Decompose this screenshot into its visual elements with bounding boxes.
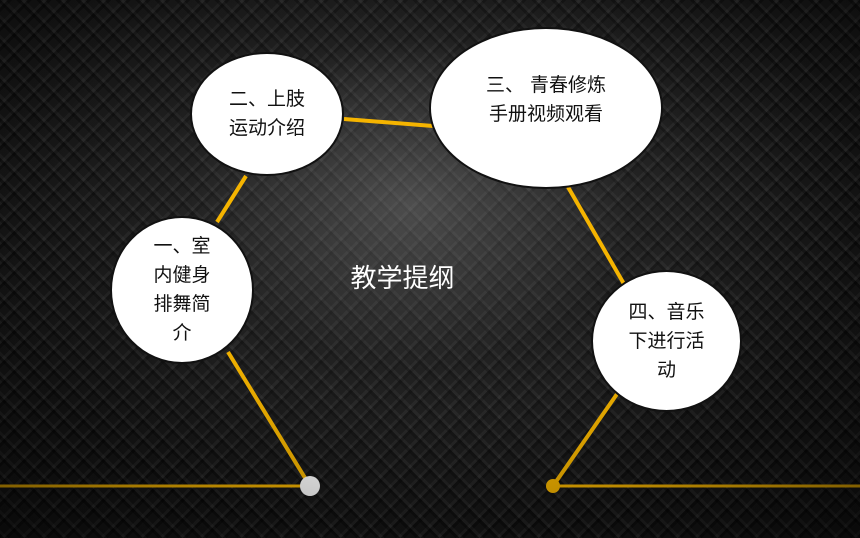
connector-node-1-to-node-2 bbox=[215, 174, 248, 224]
node-youth-training-video: 三、 青春修炼 手册视频观看 bbox=[429, 27, 663, 189]
end-dot bbox=[546, 479, 560, 493]
start-dot bbox=[300, 476, 320, 496]
node-2-label: 二、上肢 运动介绍 bbox=[229, 85, 305, 143]
node-4-line-3: 动 bbox=[656, 358, 676, 381]
node-3-line-1: 三、 青春修炼 bbox=[485, 74, 607, 96]
node-3-line-2: 手册视频观看 bbox=[488, 103, 603, 125]
node-upper-limb-exercise: 二、上肢 运动介绍 bbox=[190, 52, 344, 176]
connector-node-4-to-dot bbox=[551, 392, 619, 488]
node-2-line-1: 二、上肢 bbox=[228, 88, 305, 110]
node-4-line-1: 四、音乐 bbox=[628, 300, 705, 323]
node-1-line-2: 内健身 bbox=[153, 264, 211, 286]
node-4-label: 四、音乐 下进行活 动 bbox=[628, 298, 704, 385]
node-1-line-4: 介 bbox=[172, 322, 192, 344]
node-2-line-2: 运动介绍 bbox=[228, 117, 305, 139]
connector-node-2-to-node-3 bbox=[343, 117, 434, 128]
node-1-label: 一、室 内健身 排舞简 介 bbox=[153, 232, 210, 348]
node-4-line-2: 下进行活 bbox=[628, 329, 705, 352]
connector-node-3-to-node-4 bbox=[566, 186, 626, 285]
center-title: 教学提纲 bbox=[350, 264, 455, 294]
connector-dot-to-node-1 bbox=[226, 350, 312, 488]
node-1-line-3: 排舞简 bbox=[153, 293, 211, 315]
node-music-activity: 四、音乐 下进行活 动 bbox=[591, 270, 742, 412]
node-3-label: 三、 青春修炼 手册视频观看 bbox=[486, 71, 606, 129]
node-indoor-fitness-dance: 一、室 内健身 排舞简 介 bbox=[110, 216, 254, 364]
node-1-line-1: 一、室 bbox=[153, 235, 211, 257]
